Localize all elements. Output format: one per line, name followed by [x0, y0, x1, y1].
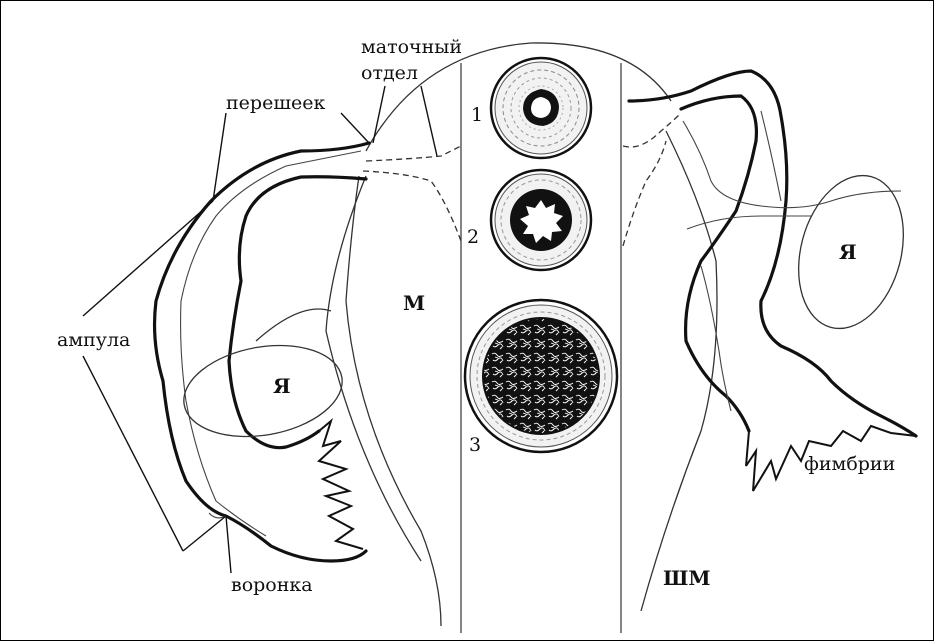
section-number-1: 1 [471, 104, 483, 126]
left-tube-wall-lines [181, 151, 361, 536]
section-number-2: 2 [467, 226, 479, 248]
label-ovary-left: Я [273, 374, 291, 398]
label-infundibulum: воронка [231, 574, 313, 596]
left-tube-inner [229, 177, 366, 448]
label-ampulla: ампула [57, 329, 130, 351]
right-tube-inner [681, 96, 756, 431]
label-uterine-part-line1: маточный [361, 36, 462, 58]
left-ovary [177, 334, 350, 448]
cross-section-2 [491, 170, 591, 270]
section-number-3: 3 [469, 434, 481, 456]
right-tube-outer [629, 71, 916, 436]
label-fimbriae: фимбрии [804, 453, 895, 475]
cross-section-1 [491, 58, 591, 158]
left-tube-outer [155, 143, 369, 561]
cross-section-3 [465, 300, 617, 452]
label-ovary-right: Я [839, 240, 857, 264]
leader-lines [83, 86, 437, 573]
left-fimbriae [319, 421, 363, 549]
intramural-dashed-right [623, 113, 681, 246]
label-uterus: М [403, 291, 425, 315]
label-isthmus: перешеек [226, 92, 325, 114]
label-uterine-part-line2: отдел [361, 62, 418, 84]
label-cervix: ШМ [663, 566, 711, 590]
intramural-dashed-left [363, 146, 461, 241]
